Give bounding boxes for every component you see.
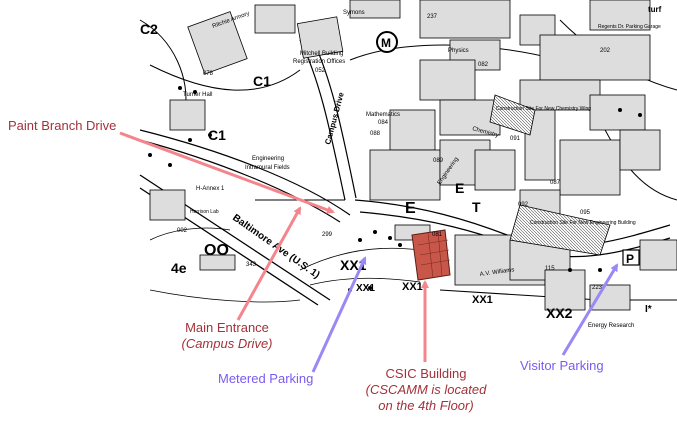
paint-branch-label: Paint Branch Drive <box>8 118 117 133</box>
label-c1-left: C1 <box>208 127 226 143</box>
main-entrance-subtitle: (Campus Drive) <box>181 336 273 351</box>
label-i-star: I* <box>645 304 652 315</box>
label-xx1-c: XX1 <box>402 281 423 293</box>
metered-parking-label: Metered Parking <box>218 371 314 386</box>
callout-arrows <box>119 131 619 373</box>
paint-branch-arrow <box>119 131 335 214</box>
metered-parking-arrow <box>311 256 367 373</box>
label-084: 084 <box>378 120 389 126</box>
label-202: 202 <box>600 48 611 54</box>
map-area <box>139 0 677 322</box>
label-eng-fields-2: Intramural Fields <box>245 165 290 171</box>
label-002: 002 <box>177 228 188 234</box>
label-av-williams: A.V. Williams <box>479 267 514 278</box>
label-082: 082 <box>478 62 489 68</box>
visitor-parking-label: Visitor Parking <box>520 358 604 373</box>
main-entrance-label: Main Entrance (Campus Drive) <box>168 320 286 352</box>
label-xx1-d: XX1 <box>472 294 493 306</box>
csic-building-shape <box>411 229 451 281</box>
visitor-parking-arrow <box>561 263 619 356</box>
label-harrison: Harrison Lab <box>190 209 219 215</box>
label-115: 115 <box>545 266 555 272</box>
label-078: 078 <box>203 71 214 77</box>
csic-building-label: CSIC Building (CSCAMM is located on the … <box>350 366 502 414</box>
label-turf: turf <box>648 5 662 14</box>
label-oo: OO <box>204 242 229 259</box>
csic-note-1: (CSCAMM is located <box>365 382 487 397</box>
label-xx1-b: XX1 <box>356 283 375 294</box>
label-081: 081 <box>432 232 443 238</box>
label-237: 237 <box>427 14 438 20</box>
label-xx2: XX2 <box>546 305 573 321</box>
label-087: 087 <box>550 180 561 186</box>
label-regents: Regents Dr. Parking Garage <box>598 24 661 30</box>
label-t: T <box>472 199 481 215</box>
label-088: 088 <box>370 131 381 137</box>
csic-note-2: on the 4th Floor) <box>378 398 474 413</box>
label-092: 092 <box>518 202 529 208</box>
label-052: 052 <box>315 68 326 74</box>
label-p: P <box>626 252 634 266</box>
label-4e: 4e <box>171 260 187 276</box>
label-construction-1: Construction Site For New Engineering Bu… <box>530 220 636 226</box>
label-c2: C2 <box>140 21 158 37</box>
label-223: 223 <box>592 285 603 291</box>
label-construction-2: Construction Site For New Chemistry Wing <box>496 106 591 112</box>
label-095: 095 <box>580 210 591 216</box>
label-physics: Physics <box>448 48 469 54</box>
label-eng-fields-1: Engineering <box>252 156 284 162</box>
label-e-big: E <box>405 200 416 217</box>
label-m: M <box>381 36 391 50</box>
label-c1-top: C1 <box>253 73 271 89</box>
label-mathematics: Mathematics <box>366 112 400 118</box>
main-entrance-title: Main Entrance <box>185 320 269 335</box>
label-symons: Symons <box>343 10 365 16</box>
label-089: 089 <box>433 158 444 164</box>
label-h-annex: H-Annex 1 <box>196 186 225 192</box>
label-299: 299 <box>322 232 333 238</box>
label-energy: Energy Research <box>588 323 634 329</box>
label-343: 343 <box>246 262 257 268</box>
label-e-small: E <box>455 180 464 196</box>
csic-title: CSIC Building <box>385 366 467 381</box>
label-turner: Turner Hall <box>183 92 212 98</box>
main-entrance-arrow <box>236 206 302 321</box>
label-091: 091 <box>510 136 521 142</box>
label-mitchell-1: Mitchell Building <box>300 51 343 57</box>
label-mitchell-2: Registration Offices <box>293 59 345 65</box>
